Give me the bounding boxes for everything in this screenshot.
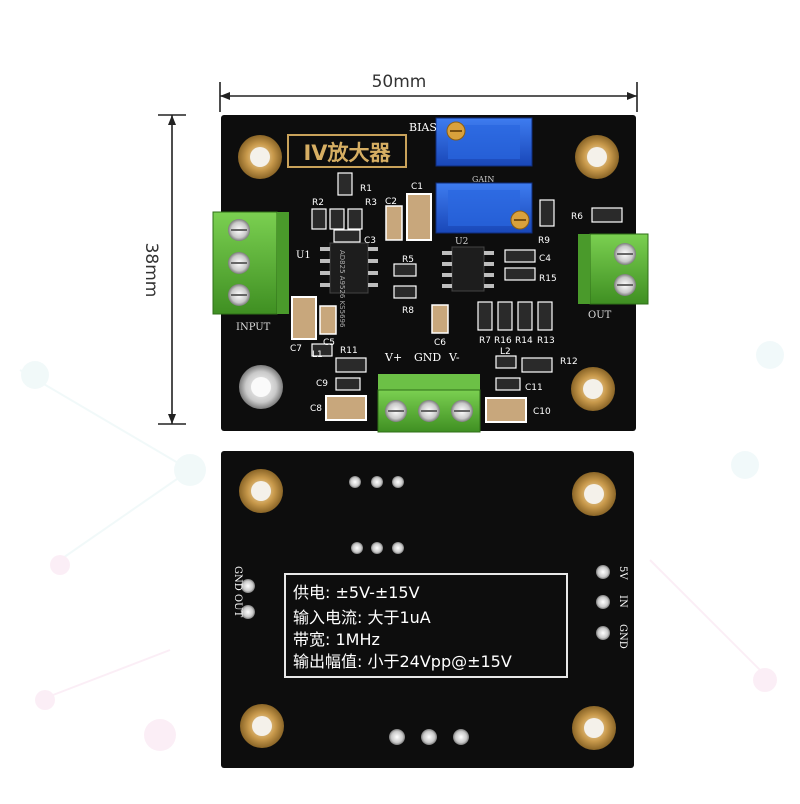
label-l2: L2 <box>500 347 511 357</box>
input-terminal <box>212 211 289 315</box>
label-l1: L1 <box>312 350 323 360</box>
chip-u1-marking: AD825 A9526 KS5696 <box>338 250 346 328</box>
smd-parts <box>311 172 623 391</box>
capacitor-c2 <box>385 205 403 241</box>
front-board: IV放大器 BIAS GAIN INPUT <box>212 115 649 433</box>
power-terminal <box>377 374 481 433</box>
label-r5: R5 <box>402 255 414 265</box>
label-c7: C7 <box>290 344 302 354</box>
label-r9: R9 <box>538 236 550 246</box>
back-pcb <box>221 451 634 768</box>
right-pin-label-in: IN <box>617 595 628 608</box>
power-label-gnd: GND <box>414 351 441 364</box>
label-c1: C1 <box>411 182 423 192</box>
left-pins-label: GND OUT <box>232 566 243 618</box>
background-decoration <box>19 341 784 751</box>
mounting-hole <box>238 135 282 179</box>
capacitor-c5 <box>319 305 337 335</box>
label-r6: R6 <box>571 212 583 222</box>
width-dimension: 50mm <box>219 72 638 112</box>
mounting-hole <box>240 704 284 748</box>
mounting-hole <box>239 365 283 409</box>
mounting-hole <box>575 135 619 179</box>
right-pin-label-gnd: GND <box>617 624 628 649</box>
component-labels: R1 R2 R3 C1 C2 C3 R5 R8 C4 R15 R9 R6 C5 … <box>290 182 583 417</box>
label-c4: C4 <box>539 254 551 264</box>
label-c8: C8 <box>310 404 322 414</box>
height-dimension: 38mm <box>141 114 186 425</box>
width-label: 50mm <box>372 72 427 92</box>
board-title: IV放大器 <box>303 141 391 165</box>
bias-trimmer <box>435 117 533 167</box>
gain-trimmer <box>435 182 533 234</box>
chip-u1: AD825 A9526 KS5696 <box>320 242 378 328</box>
gain-label: GAIN <box>472 175 494 184</box>
spec-line-output: 输出幅值: 小于24Vpp@±15V <box>293 652 512 671</box>
right-pin-label-5v: 5V <box>617 566 628 580</box>
label-r3: R3 <box>365 198 377 208</box>
board-title-box <box>287 134 407 168</box>
back-board: 供电: ±5V-±15V 输入电流: 大于1uA 带宽: 1MHz 输出幅值: … <box>221 451 634 768</box>
mounting-hole <box>571 367 615 411</box>
spec-line-supply: 供电: ±5V-±15V <box>293 583 420 602</box>
bias-label: BIAS <box>409 121 437 134</box>
label-r7: R7 <box>479 336 491 346</box>
chip-u1-label: U1 <box>296 250 311 261</box>
label-r15: R15 <box>539 274 557 284</box>
label-r14: R14 <box>515 336 533 346</box>
label-r11: R11 <box>340 346 358 356</box>
power-label-vplus: V+ <box>384 351 402 364</box>
mounting-hole <box>239 469 283 513</box>
label-c9: C9 <box>316 379 328 389</box>
input-label: INPUT <box>236 322 271 333</box>
chip-u2-label: U2 <box>455 237 468 247</box>
label-c10: C10 <box>533 407 551 417</box>
spec-line-bandwidth: 带宽: 1MHz <box>293 630 380 649</box>
output-label: OUT <box>588 310 612 321</box>
output-terminal <box>578 233 649 305</box>
spec-line-input-current: 输入电流: 大于1uA <box>293 608 431 627</box>
label-r2: R2 <box>312 198 324 208</box>
capacitor-c6 <box>431 304 449 334</box>
solder-joints <box>241 476 610 745</box>
label-c3: C3 <box>364 236 376 246</box>
label-r1: R1 <box>360 184 372 194</box>
label-r12: R12 <box>560 357 578 367</box>
label-c6: C6 <box>434 338 446 348</box>
spec-box <box>284 573 568 678</box>
capacitor-c1 <box>406 193 432 241</box>
mounting-hole <box>572 706 616 750</box>
capacitor-c8 <box>325 395 367 421</box>
height-label: 38mm <box>141 243 161 298</box>
capacitor-c7 <box>291 296 317 340</box>
mounting-hole <box>572 472 616 516</box>
label-r16: R16 <box>494 336 512 346</box>
label-r8: R8 <box>402 306 414 316</box>
label-r13: R13 <box>537 336 555 346</box>
power-label-vminus: V- <box>448 351 460 364</box>
chip-u2 <box>442 246 494 292</box>
label-c5: C5 <box>323 338 335 348</box>
capacitor-c10 <box>485 397 527 423</box>
label-c2: C2 <box>385 197 397 207</box>
label-c11: C11 <box>525 383 543 393</box>
